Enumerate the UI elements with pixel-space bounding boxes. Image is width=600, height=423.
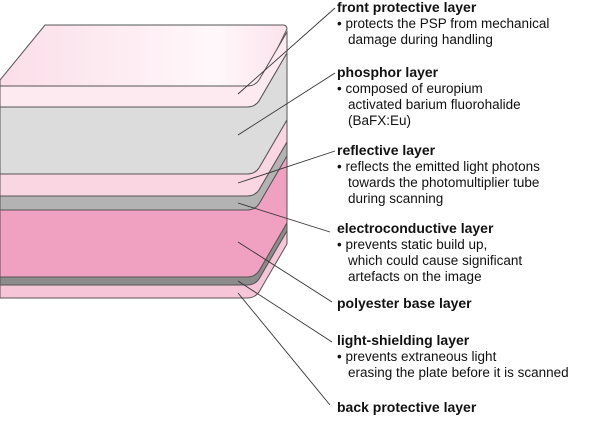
reflective-layer-description-line: • reflects the emitted light photons [337, 159, 540, 174]
electroconductive-layer-description-line: artefacts on the image [348, 269, 482, 284]
phosphor-layer-description-line: (BaFX:Eu) [348, 113, 411, 128]
light-shielding-layer-title: light-shielding layer [337, 332, 470, 348]
front-protective-layer-title: front protective layer [337, 0, 477, 15]
electroconductive-layer-description-line: which could cause significant [347, 253, 522, 268]
electroconductive-layer-description-line: • prevents static build up, [337, 237, 487, 252]
front-protective-layer-description-line: • protects the PSP from mechanical [337, 16, 549, 31]
top-face [0, 24, 288, 87]
light-shielding-layer-description-line: erasing the plate before it is scanned [348, 365, 569, 380]
front-protective-layer-description-line: damage during handling [348, 32, 493, 47]
reflective-layer-description-line: towards the photomultiplier tube [348, 175, 539, 190]
light-shielding-layer-description-line: • prevents extraneous light [337, 349, 497, 364]
back-protective-layer-leader-line [237, 292, 331, 406]
light-shielding-layer-leader-line [237, 280, 333, 343]
electroconductive-layer-title: electroconductive layer [337, 220, 494, 236]
polyester-base-layer-title: polyester base layer [337, 295, 472, 311]
phosphor-layer-description-line: • composed of europium [337, 81, 483, 96]
phosphor-layer-title: phosphor layer [337, 64, 439, 80]
polyester-base-layer-leader-line [237, 241, 333, 303]
phosphor-layer-leader-line [237, 72, 336, 136]
reflective-layer-title: reflective layer [337, 142, 436, 158]
electroconductive-layer-leader-line [237, 202, 331, 233]
back-protective-layer-title: back protective layer [337, 399, 477, 415]
back-protective-layer-shape [0, 229, 288, 299]
reflective-layer-leader-line [237, 150, 336, 184]
reflective-layer-description-line: during scanning [348, 191, 443, 206]
front-protective-layer-leader-line [237, 7, 336, 95]
phosphor-layer-description-line: activated barium fluorohalide [348, 97, 521, 112]
